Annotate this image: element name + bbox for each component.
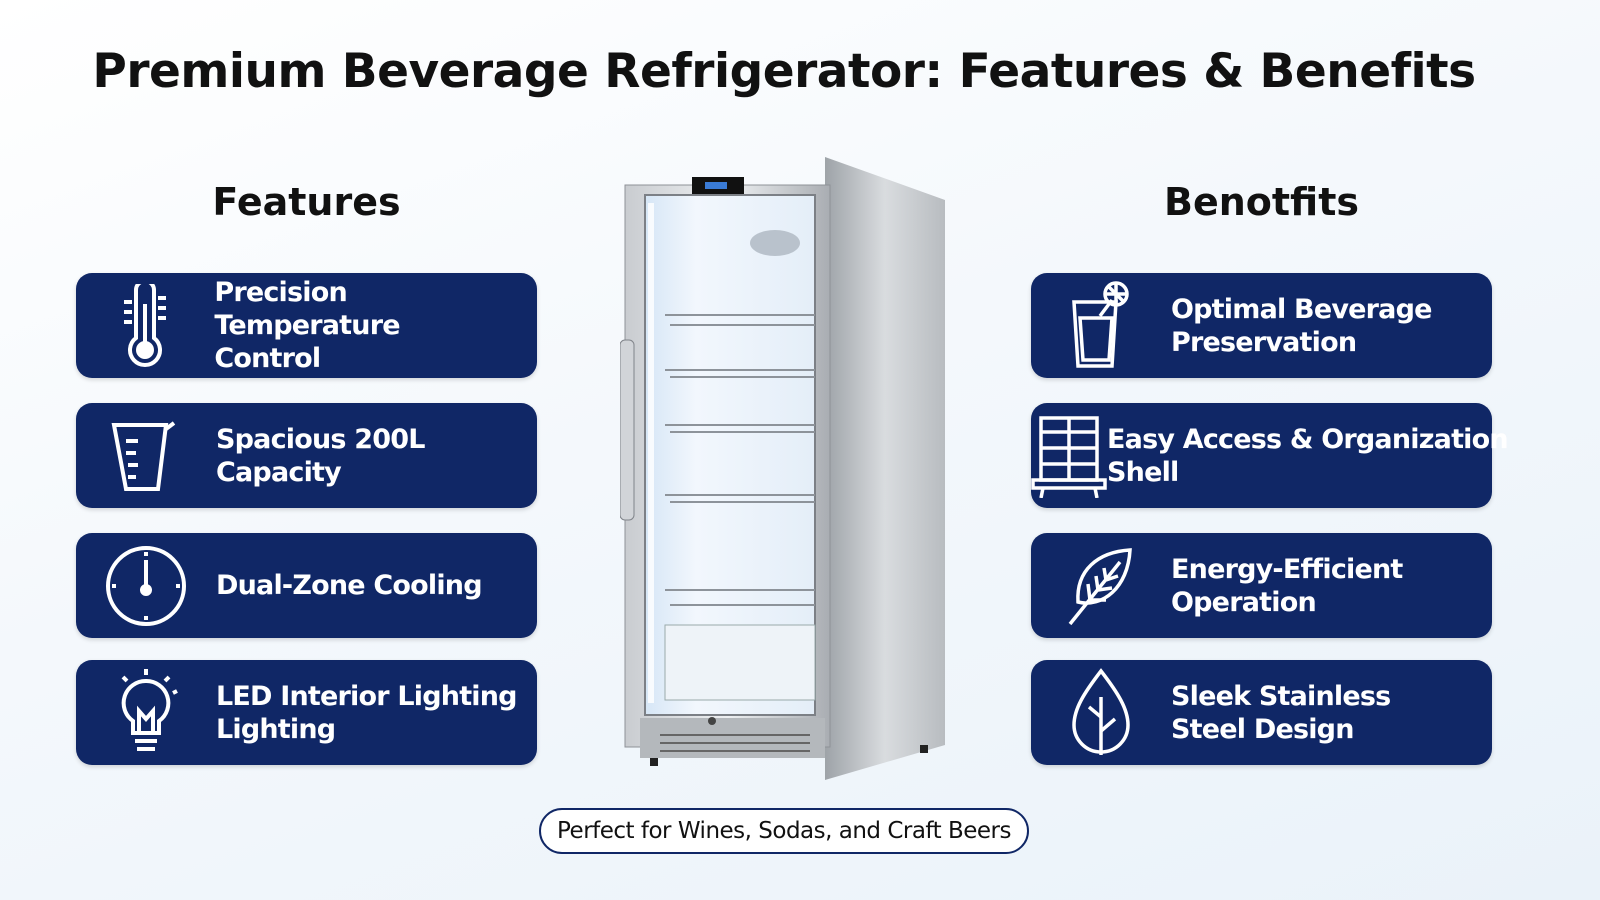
leaf-icon [1031, 546, 1171, 626]
feature-card-temperature: Precision Temperature Control [76, 273, 537, 378]
benefit-label: Easy Access & Organization Shell [1107, 423, 1509, 488]
benefit-label: Energy-Efficient Operation [1171, 553, 1403, 618]
benefit-card-organization: Easy Access & Organization Shell [1031, 403, 1509, 508]
page-title: Premium Beverage Refrigerator: Features … [92, 44, 1476, 99]
feature-label: Dual-Zone Cooling [216, 570, 483, 601]
measuring-cup-icon [76, 419, 216, 493]
benefit-label: Sleek Stainless Steel Design [1171, 680, 1391, 745]
tagline-badge: Perfect for Wines, Sodas, and Craft Beer… [539, 808, 1029, 854]
clock-icon [76, 544, 216, 628]
thermometer-icon [76, 283, 214, 368]
feature-label: Precision Temperature Control [214, 277, 400, 374]
benefits-heading: Benotfits [1163, 180, 1359, 224]
feature-card-cooling: Dual-Zone Cooling [76, 533, 537, 638]
feature-card-capacity: Spacious 200L Capacity [76, 403, 537, 508]
feature-card-lighting: LED Interior Lighting Lighting [76, 660, 537, 765]
feature-label: LED Interior Lighting Lighting [216, 680, 518, 745]
refrigerator-image [619, 155, 950, 789]
features-heading: Features [212, 180, 401, 224]
benefit-label: Optimal Beverage Preservation [1171, 293, 1432, 358]
benefit-card-design: Sleek Stainless Steel Design [1031, 660, 1492, 765]
shelf-icon [1031, 414, 1107, 498]
benefit-card-preservation: Optimal Beverage Preservation [1031, 273, 1492, 378]
benefit-card-energy: Energy-Efficient Operation [1031, 533, 1492, 638]
leaf-outline-icon [1031, 667, 1171, 759]
feature-label: Spacious 200L Capacity [216, 423, 425, 488]
lightbulb-icon [76, 667, 216, 759]
drink-glass-icon [1031, 280, 1171, 372]
